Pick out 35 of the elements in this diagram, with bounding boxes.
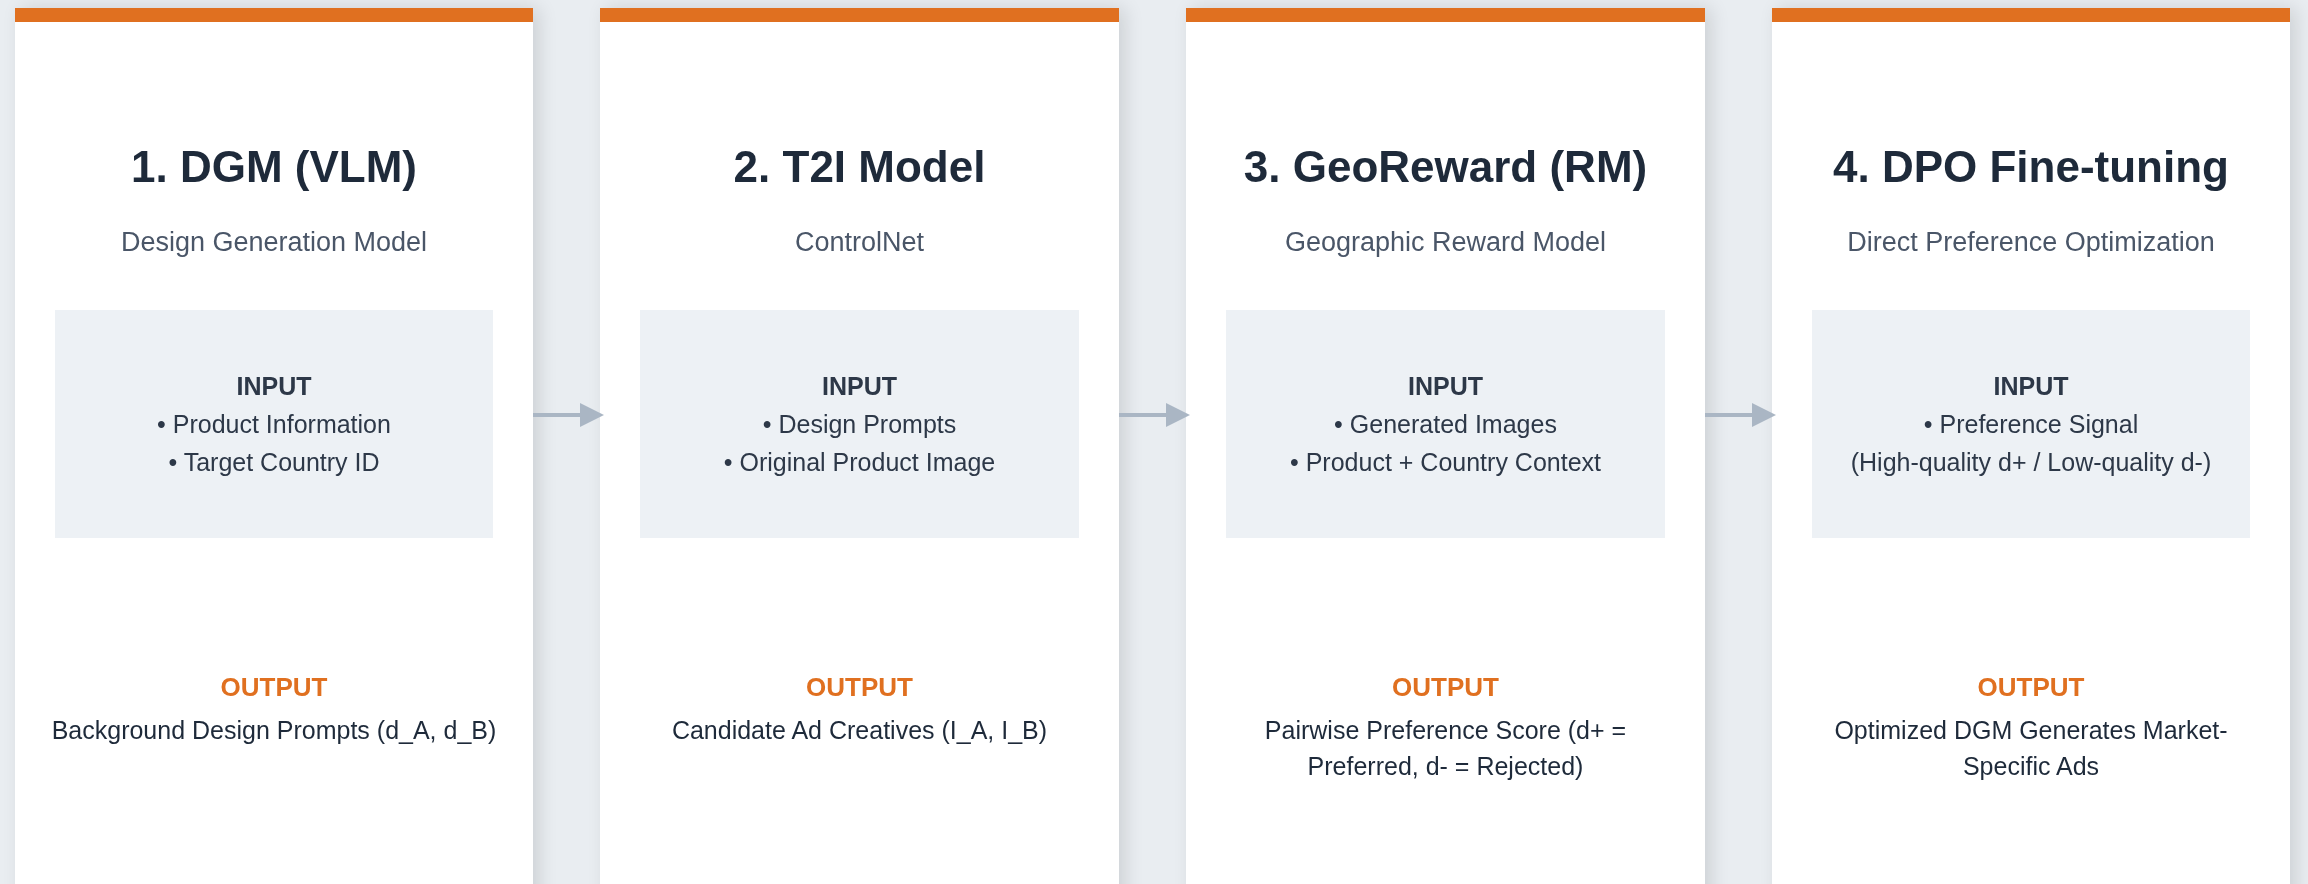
card-title: 2. T2I Model	[732, 142, 987, 192]
card-subtitle: Geographic Reward Model	[1283, 227, 1608, 258]
card-title: 1. DGM (VLM)	[130, 142, 418, 192]
input-item: • Target Country ID	[168, 447, 380, 478]
output-text: Background Design Prompts (d_A, d_B)	[50, 715, 498, 746]
arrow	[533, 403, 604, 427]
input-item: • Preference Signal	[1923, 409, 2139, 440]
input-item: (High-quality d+ / Low-quality d-)	[1850, 447, 2212, 478]
input-item: • Product + Country Context	[1290, 447, 1601, 478]
output-text: Candidate Ad Creatives (I_A, I_B)	[670, 715, 1049, 746]
input-item: • Generated Images	[1334, 409, 1557, 440]
output-heading: OUTPUT	[805, 672, 914, 703]
card-subtitle: Direct Preference Optimization	[1846, 227, 2216, 258]
card-title: 4. DPO Fine-tuning	[1832, 142, 2230, 192]
stage-card	[15, 8, 533, 884]
input-heading: INPUT	[822, 371, 897, 402]
card-subtitle: Design Generation Model	[119, 227, 429, 258]
output-heading: OUTPUT	[1391, 672, 1500, 703]
input-item: • Design Prompts	[762, 409, 957, 440]
card-title: 3. GeoReward (RM)	[1242, 142, 1649, 192]
arrow	[1705, 403, 1776, 427]
input-heading: INPUT	[1993, 371, 2069, 402]
card-subtitle: ControlNet	[793, 227, 926, 258]
arrow	[1119, 403, 1190, 427]
output-text: Optimized DGM Generates Market-Specific Ads	[1833, 715, 2229, 782]
stage-card	[600, 8, 1119, 884]
output-text: Pairwise Preference Score (d+ = Preferred, d- = Rejected)	[1263, 715, 1628, 782]
input-heading: INPUT	[236, 371, 312, 402]
input-item: • Product Information	[157, 409, 391, 440]
output-heading: OUTPUT	[1976, 672, 2086, 703]
output-heading: OUTPUT	[219, 672, 329, 703]
input-heading: INPUT	[1408, 371, 1483, 402]
stage-card	[1772, 8, 2290, 884]
input-item: • Original Product Image	[723, 447, 996, 478]
stage-card	[1186, 8, 1705, 884]
